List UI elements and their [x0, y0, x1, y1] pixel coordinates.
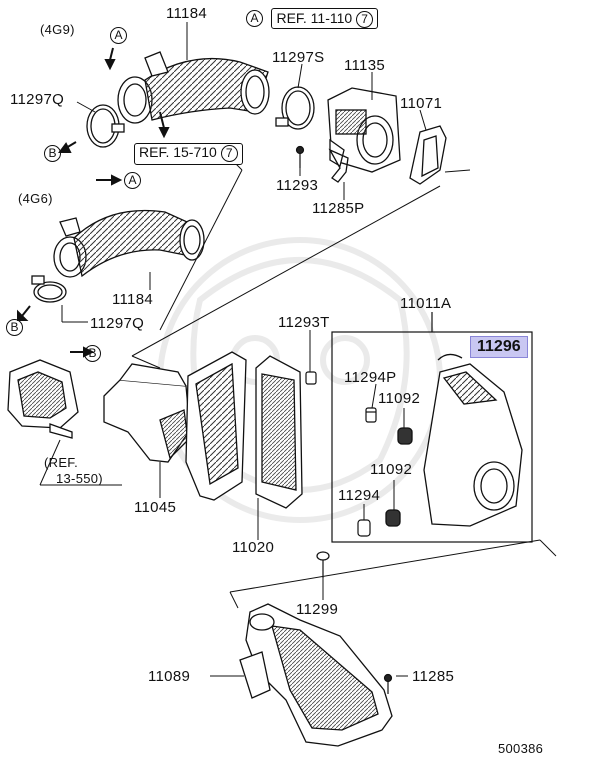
marker-b-2: B — [6, 319, 23, 336]
part-11299: 11299 — [296, 601, 339, 618]
part-11297q-top: 11297Q — [10, 91, 65, 108]
ref-11110-box[interactable]: REF. 11-110 7 — [271, 8, 379, 29]
part-11296-highlight[interactable]: 11296 — [470, 336, 528, 358]
gasket-11071 — [409, 125, 447, 185]
grommet-11092-a — [397, 427, 413, 445]
part-11285p: 11285P — [312, 200, 365, 217]
marker-a-1: A — [110, 27, 127, 44]
variant-4g6-label: (4G6) — [18, 191, 53, 206]
marker-a-2: A — [124, 172, 141, 189]
screw-11293 — [295, 145, 305, 168]
clip-11293t — [305, 371, 317, 385]
ref-15710-box[interactable]: REF. 15-710 7 — [134, 143, 243, 165]
ref-11110-num: 7 — [356, 10, 374, 28]
airflow-sensor-11135 — [327, 87, 401, 173]
part-11092-a: 11092 — [378, 390, 421, 407]
variant-4g9-label: (4G9) — [40, 22, 75, 37]
clamp-11297q-bottom — [31, 275, 67, 303]
part-11089: 11089 — [148, 668, 191, 685]
marker-b-1: B — [44, 145, 61, 162]
grommet-11296 — [437, 353, 463, 361]
part-11045: 11045 — [134, 499, 177, 516]
clamp-11297s — [275, 86, 315, 130]
part-11294p: 11294P — [344, 369, 397, 386]
ref-13550-line2: 13-550) — [56, 471, 103, 486]
ref-15710-num: 7 — [220, 145, 238, 162]
part-11184-bottom: 11184 — [112, 291, 153, 308]
air-hose-4g6 — [53, 209, 205, 278]
resonator-ref-13550 — [7, 359, 79, 439]
part-11297s: 11297S — [272, 49, 325, 66]
housing-lower-11045 — [185, 351, 247, 501]
leader-lines — [39, 22, 557, 677]
bracket-11285p — [328, 148, 349, 183]
ref-15710-text: REF. 15-710 — [139, 144, 217, 161]
ref-11110-group: A REF. 11-110 7 — [246, 8, 379, 29]
air-hose-4g9 — [117, 51, 270, 124]
part-11135: 11135 — [344, 57, 385, 74]
filter-element-11020 — [255, 355, 303, 509]
part-11297q-bottom: 11297Q — [90, 315, 145, 332]
marker-a-ref: A — [246, 10, 263, 28]
part-11011a: 11011A — [400, 295, 452, 312]
screw-11285 — [383, 673, 393, 694]
grommet-11092-b — [385, 509, 401, 527]
clamp-11297q-top — [86, 104, 125, 148]
part-11020: 11020 — [232, 539, 275, 556]
part-11293t: 11293T — [278, 314, 330, 331]
ref-11110-text: REF. 11-110 — [276, 10, 353, 26]
part-11184-top: 11184 — [166, 5, 207, 22]
diagram-number: 500386 — [498, 741, 544, 756]
part-11293: 11293 — [276, 177, 319, 194]
upper-cover-11011a — [423, 363, 523, 527]
upper-cover-box — [331, 312, 533, 543]
pin-11294 — [357, 519, 371, 537]
bolt-11299 — [316, 551, 330, 578]
marker-b-3: B — [84, 345, 101, 362]
part-11092-b: 11092 — [370, 461, 413, 478]
part-11071: 11071 — [400, 95, 443, 112]
ref-13550-line1: (REF. — [44, 455, 78, 470]
lower-duct-11089 — [239, 603, 393, 747]
part-11285: 11285 — [412, 668, 455, 685]
pin-11294p — [365, 407, 377, 423]
intake-duct-11045 — [103, 363, 191, 463]
part-11294: 11294 — [338, 487, 381, 504]
